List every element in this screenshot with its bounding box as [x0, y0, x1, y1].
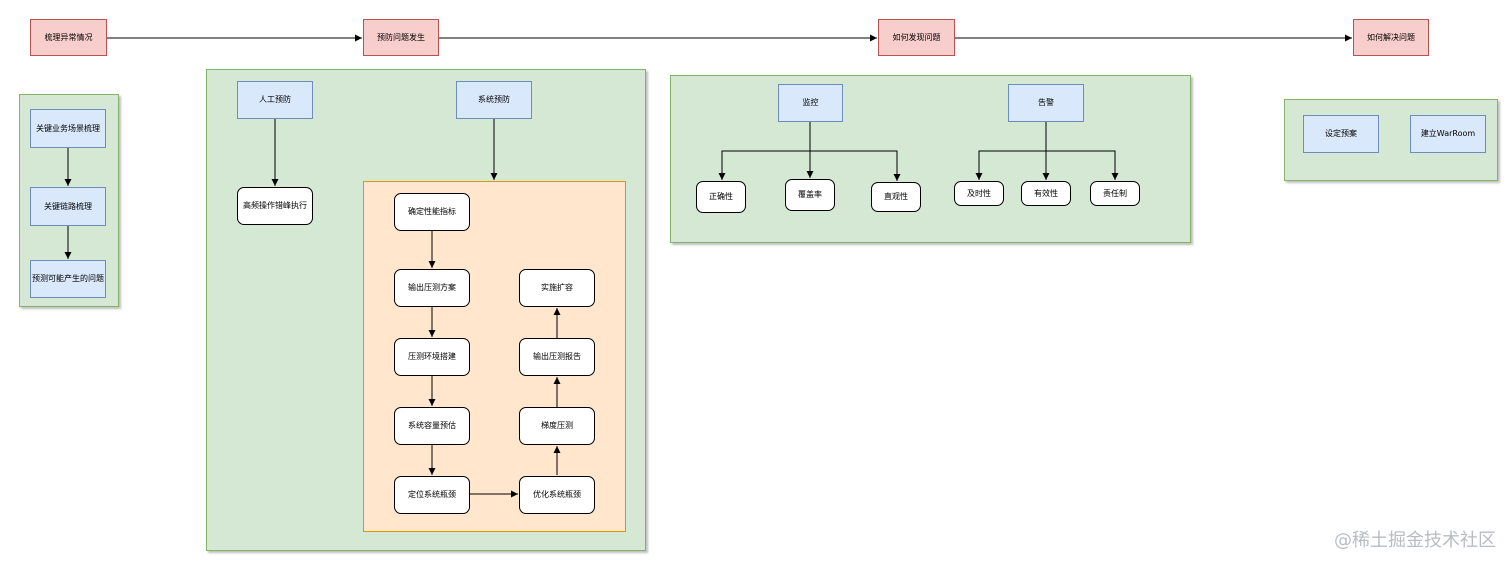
system-prevent-node: 系统预防 — [456, 81, 532, 119]
top-step-4-label: 如何解决问题 — [1367, 32, 1415, 42]
step-8-label: 输出压测报告 — [533, 352, 581, 362]
alert-item-3-label: 责任制 — [1103, 188, 1127, 198]
step-output-plan: 输出压测方案 — [394, 269, 470, 307]
watermark-text: @稀土掘金技术社区 — [1334, 530, 1496, 551]
monitor-item-2-label: 覆盖率 — [798, 190, 822, 200]
step-2-label: 输出压测方案 — [408, 283, 456, 293]
step-capacity-estimate: 系统容量预估 — [394, 407, 470, 445]
alert-item-2-label: 有效性 — [1034, 188, 1058, 198]
resolve-plan-label: 设定预案 — [1325, 129, 1357, 139]
sort-item-3-label: 预测可能产生的问题 — [32, 274, 104, 284]
top-step-prevent: 预防问题发生 — [363, 19, 439, 56]
step-env-setup: 压测环境搭建 — [394, 338, 470, 376]
step-output-report: 输出压测报告 — [519, 338, 595, 376]
sort-item-predict-problems: 预测可能产生的问题 — [30, 260, 106, 298]
top-step-3-label: 如何发现问题 — [892, 32, 941, 42]
discover-group — [670, 75, 1191, 243]
step-4-label: 系统容量预估 — [408, 421, 456, 431]
step-define-metrics: 确定性能指标 — [394, 193, 470, 231]
edge-alert-responsibility — [1046, 150, 1119, 180]
top-step-discover: 如何发现问题 — [878, 19, 955, 56]
step-scale-out: 实施扩容 — [519, 269, 595, 307]
alert-item-1-label: 及时性 — [967, 188, 991, 198]
monitor-correctness: 正确性 — [696, 181, 746, 213]
monitor-intuitiveness: 直观性 — [871, 182, 921, 212]
monitor-item-1-label: 正确性 — [709, 192, 733, 202]
step-1-label: 确定性能指标 — [408, 207, 456, 217]
step-9-label: 实施扩容 — [541, 283, 573, 293]
alert-node: 告警 — [1008, 84, 1084, 122]
step-6-label: 优化系统瓶颈 — [533, 490, 581, 500]
step-5-label: 定位系统瓶颈 — [408, 490, 456, 500]
manual-prevent-label: 人工预防 — [259, 95, 291, 105]
alert-responsibility: 责任制 — [1090, 181, 1140, 206]
resolve-warroom-node: 建立WarRoom — [1410, 115, 1486, 153]
manual-prevent-node: 人工预防 — [237, 81, 313, 119]
top-step-2-label: 预防问题发生 — [377, 32, 425, 42]
monitor-label: 监控 — [802, 98, 819, 108]
resolve-plan-node: 设定预案 — [1303, 115, 1379, 153]
manual-action-label: 高频操作错峰执行 — [243, 201, 307, 211]
step-optimize-bottleneck: 优化系统瓶颈 — [519, 476, 595, 514]
step-7-label: 梯度压测 — [541, 421, 573, 431]
alert-effectiveness: 有效性 — [1021, 181, 1071, 206]
edge-alert-timely — [975, 122, 1047, 180]
top-step-resolve: 如何解决问题 — [1353, 19, 1429, 56]
top-step-1-label: 梳理异常情况 — [44, 32, 93, 42]
edge-monitor-correctness — [718, 122, 811, 180]
top-step-sort-anomalies: 梳理异常情况 — [30, 19, 107, 56]
resolve-warroom-label: 建立WarRoom — [1420, 129, 1476, 139]
step-3-label: 压测环境搭建 — [408, 352, 456, 362]
sort-item-1-label: 关键业务场景梳理 — [36, 123, 100, 133]
monitor-coverage: 覆盖率 — [785, 179, 835, 211]
manual-action-node: 高频操作错峰执行 — [237, 187, 313, 225]
edge-monitor-intuitive — [810, 150, 901, 181]
monitor-item-3-label: 直观性 — [884, 192, 908, 202]
sort-item-key-scenarios: 关键业务场景梳理 — [30, 109, 106, 148]
monitor-node: 监控 — [778, 84, 843, 122]
system-prevent-label: 系统预防 — [478, 95, 510, 105]
step-locate-bottleneck: 定位系统瓶颈 — [394, 476, 470, 514]
sort-item-2-label: 关键链路梳理 — [44, 201, 92, 211]
step-gradient-test: 梯度压测 — [519, 407, 595, 445]
alert-timeliness: 及时性 — [954, 181, 1004, 206]
sort-item-key-links: 关键链路梳理 — [30, 187, 106, 226]
alert-label: 告警 — [1038, 98, 1054, 108]
